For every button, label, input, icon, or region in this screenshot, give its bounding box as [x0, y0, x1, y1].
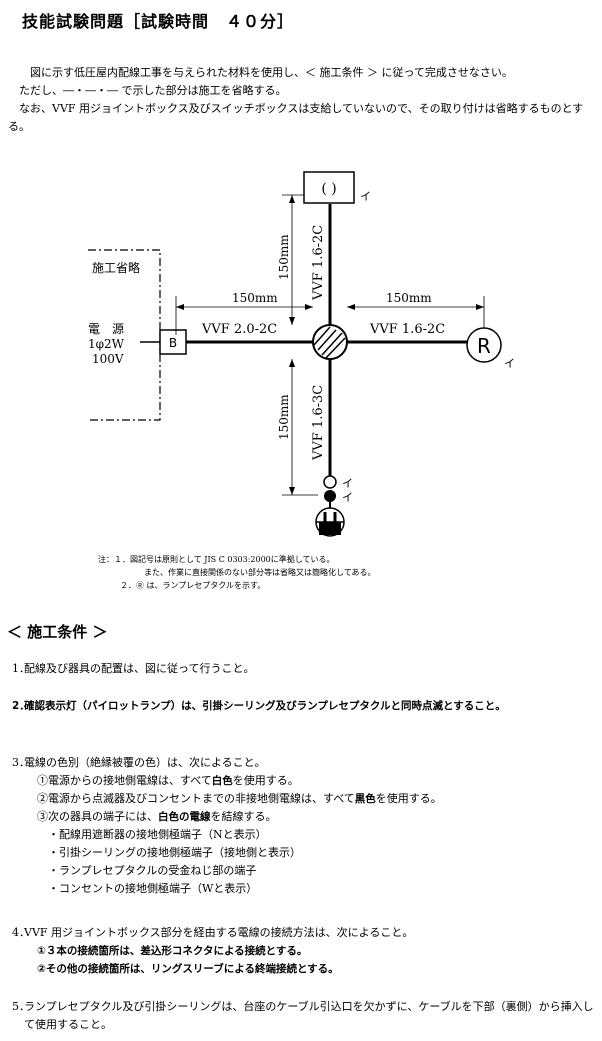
- power-label-1: 電 源: [88, 322, 124, 336]
- receptacle-label-i: イ: [504, 357, 515, 370]
- condition-3: 3．電線の色別（絶縁被覆の色）は、次によること。 ①電源からの接地側電線は、すべ…: [0, 754, 602, 898]
- condition-3-item-1: ・配線用遮断器の接地側極端子（Nと表示）: [48, 828, 267, 841]
- diagram-notes: 注：１．図記号は原則として JIS C 0303:2000に準拠している。 また…: [98, 553, 376, 592]
- receptacle-label: R: [477, 334, 491, 358]
- condition-4-sub-2: ②その他の接続箇所は、リングスリーブによる終端接続とする。: [37, 963, 339, 975]
- intro-line-1: 図に示す低圧屋内配線工事を与えられた材料を使用し、＜ 施工条件 ＞ に従って完成…: [30, 66, 513, 79]
- dim-left-label: 150mm: [232, 291, 278, 305]
- dim-up-label: 150mm: [277, 234, 291, 280]
- condition-3-item-4: ・コンセントの接地側極端子（Wと表示）: [48, 882, 258, 895]
- junction-box: [312, 324, 348, 360]
- switch-label-i: イ: [342, 477, 353, 490]
- ceiling-symbol: ( ): [321, 181, 336, 197]
- pilot-lamp-label-i: イ: [342, 491, 353, 504]
- section-title: ＜ 施工条件 ＞: [7, 623, 108, 641]
- condition-2: 2．確認表示灯（パイロットランプ）は、引掛シーリング及びランプレセプタクルと同時…: [0, 697, 602, 715]
- condition-3-sub-3: ③次の器具の端子には、白色の電線を結線する。: [37, 810, 277, 823]
- condition-4-sub-1: ①３本の接続箇所は、差込形コネクタによる接続とする。: [37, 945, 308, 957]
- condition-4-num: 4．: [12, 926, 30, 939]
- power-label-3: 100V: [92, 352, 124, 366]
- condition-1-num: 1．: [12, 662, 30, 675]
- condition-1-text: 配線及び器具の配置は、図に従って行うこと。: [24, 662, 255, 675]
- page-title: 技能試験問題［試験時間 ４０分］: [22, 12, 295, 31]
- switch-symbol: [323, 475, 337, 489]
- intro-line-2: ただし、―・―・― で示した部分は施工を省略する。: [19, 84, 287, 97]
- condition-5: 5．ランプレセプタクル及び引掛シーリングは、台座のケーブル引込口を欠かずに、ケー…: [0, 998, 602, 1034]
- omit-label: 施工省略: [92, 260, 140, 275]
- condition-5-num: 5．: [12, 1000, 30, 1013]
- wiring-diagram: 施工省略 電 源 1φ2W 100V B VVF 2.0-2C VVF 1.6-…: [88, 171, 515, 537]
- power-label-2: 1φ2W: [88, 337, 125, 351]
- condition-3-num: 3．: [12, 756, 30, 769]
- condition-2-text: 確認表示灯（パイロットランプ）は、引掛シーリング及びランプレセプタクルと同時点滅…: [24, 700, 506, 712]
- receptacle-symbol: [466, 327, 502, 363]
- cable-down-label: VVF 1.6-3C: [311, 385, 326, 461]
- condition-3-text: 電線の色別（絶縁被覆の色）は、次によること。: [24, 756, 266, 769]
- note-2: ２．Ⓡ は、ランプレセプタクルを示す。: [120, 581, 266, 590]
- cable-left-label: VVF 2.0-2C: [201, 322, 277, 337]
- intro-text: 図に示す低圧屋内配線工事を与えられた材料を使用し、＜ 施工条件 ＞ に従って完成…: [8, 64, 600, 136]
- condition-4: 4．VVF 用ジョイントボックス部分を経由する電線の接続方法は、次によること。 …: [0, 924, 602, 978]
- pilot-lamp-symbol: [324, 490, 336, 502]
- note-1a: 注：１．図記号は原則として JIS C 0303:2000に準拠している。: [98, 555, 335, 564]
- ceiling-label-i: イ: [360, 190, 371, 203]
- dim-right-label: 150mm: [386, 291, 432, 305]
- condition-3-sub-1: ①電源からの接地側電線は、すべて白色を使用する。: [37, 774, 299, 787]
- note-1b: また、作業に直接関係のない部分等は省略又は簡略化してある。: [144, 568, 376, 577]
- breaker-label: B: [169, 336, 177, 350]
- condition-4-text: VVF 用ジョイントボックス部分を経由する電線の接続方法は、次によること。: [24, 926, 414, 939]
- intro-line-3: なお、VVF 用ジョイントボックス及びスイッチボックスは支給していないので、その…: [8, 102, 584, 133]
- dim-down-label: 150mm: [277, 394, 291, 440]
- condition-1: 1．配線及び器具の配置は、図に従って行うこと。: [0, 660, 602, 678]
- ceiling-fixture: [303, 171, 355, 204]
- cable-up-label: VVF 1.6-2C: [311, 225, 326, 301]
- condition-3-item-2: ・引掛シーリングの接地側極端子（接地側と表示）: [48, 846, 301, 859]
- cable-right-label: VVF 1.6-2C: [369, 322, 445, 337]
- condition-3-sub-2: ②電源から点滅器及びコンセントまでの非接地側電線は、すべて黒色を使用する。: [37, 792, 442, 805]
- condition-2-num: 2．: [12, 700, 30, 712]
- condition-5-text: ランプレセプタクル及び引掛シーリングは、台座のケーブル引込口を欠かずに、ケーブル…: [24, 1000, 594, 1031]
- condition-3-item-3: ・ランプレセプタクルの受金ねじ部の端子: [48, 864, 257, 877]
